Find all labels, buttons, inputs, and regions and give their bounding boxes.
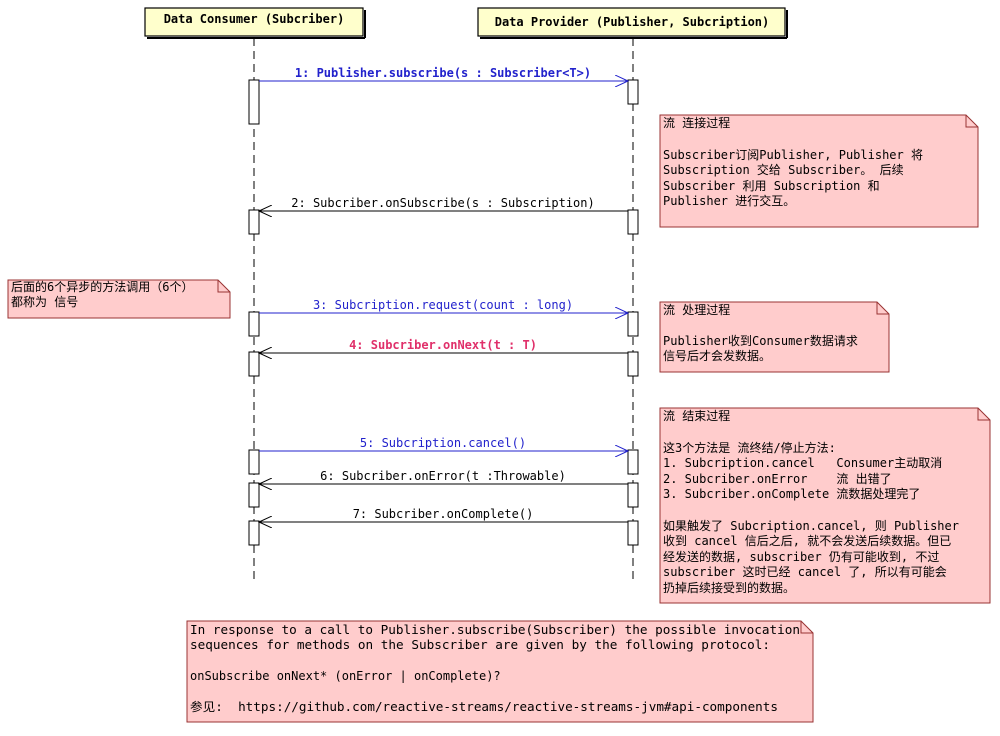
note-protocol-line: onSubscribe onNext* (onError | onComplet… [190,669,501,683]
message-label-6: 6: Subcriber.onError(t :Throwable) [320,469,566,483]
consumer-activation [248,79,260,125]
note-end-line: 3. Subcriber.onComplete 流数据处理完了 [663,486,920,501]
consumer-activation [248,449,260,475]
provider-participant-box [477,7,786,37]
note-protocol: In response to a call to Publisher.subsc… [186,620,814,723]
provider-participant-label: Data Provider (Publisher, Subcription) [495,15,770,29]
note-end-line: 2. Subcriber.onError 流 出错了 [663,472,892,486]
note-end-line: 收到 cancel 信后之后, 就不会发送后续数据。但已 [663,533,951,548]
note-protocol-line: In response to a call to Publisher.subsc… [190,623,800,637]
provider-activation [627,520,639,546]
note-connect-line: Publisher 进行交互。 [663,193,795,208]
message-label-2: 2: Subcriber.onSubscribe(s : Subscriptio… [291,196,594,210]
consumer-participant-box [144,7,364,37]
note-connect-line: Subscription 交给 Subscriber。 后续 [663,162,904,177]
note-signals-line: 后面的6个异步的方法调用（6个） [11,279,193,294]
provider-activation [627,482,639,508]
note-end-line: 如果触发了 Subcription.cancel, 则 Publisher [663,518,959,533]
consumer-activation [248,209,260,235]
note-end-line: 流 结束过程 [663,408,730,423]
consumer-activation [248,311,260,337]
note-end-line: 1. Subcription.cancel Consumer主动取消 [663,456,942,470]
message-label-5: 5: Subcription.cancel() [360,436,526,450]
provider-activation [627,449,639,475]
note-protocol-line: sequences for methods on the Subscriber … [190,638,770,652]
consumer-activation [248,351,260,377]
message-label-3: 3: Subcription.request(count : long) [313,298,573,312]
provider-activation [627,209,639,235]
message-label-4: 4: Subcriber.onNext(t : T) [349,338,537,352]
consumer-participant-label: Data Consumer (Subcriber) [164,12,345,26]
note-process-line: 流 处理过程 [663,302,730,317]
message-label-7: 7: Subcriber.onComplete() [353,507,534,521]
consumer-activation [248,520,260,546]
note-connect-process: 流 连接过程 Subscriber订阅Publisher, Publisher … [659,114,979,228]
provider-activation [627,311,639,337]
note-process-line: 信号后才会发数据。 [663,348,771,363]
note-signals: 后面的6个异步的方法调用（6个） 都称为 信号 [7,279,231,319]
provider-activation [627,79,639,105]
note-end-line: 经发送的数据, subscriber 仍有可能收到, 不过 [663,549,939,564]
note-end-process: 流 结束过程 这3个方法是 流终结/停止方法: 1. Subcription.c… [659,407,991,604]
note-connect-line: Subscriber订阅Publisher, Publisher 将 [663,148,923,162]
provider-activation [627,351,639,377]
note-end-line: 扔掉后续接受到的数据。 [663,580,795,595]
note-protocol-line: 参见: https://github.com/reactive-streams/… [190,699,778,714]
consumer-activation [248,482,260,508]
note-signals-line: 都称为 信号 [11,295,78,309]
note-end-line: 这3个方法是 流终结/停止方法: [663,440,836,455]
note-process-line: Publisher收到Consumer数据请求 [663,333,858,348]
note-connect-line: Subscriber 利用 Subscription 和 [663,179,880,193]
note-end-line: subscriber 这时已经 cancel 了, 所以有可能会 [663,564,947,579]
note-connect-line: 流 连接过程 [663,115,730,130]
note-process: 流 处理过程 Publisher收到Consumer数据请求 信号后才会发数据。 [659,301,890,373]
message-label-1: 1: Publisher.subscribe(s : Subscriber<T>… [295,66,591,80]
